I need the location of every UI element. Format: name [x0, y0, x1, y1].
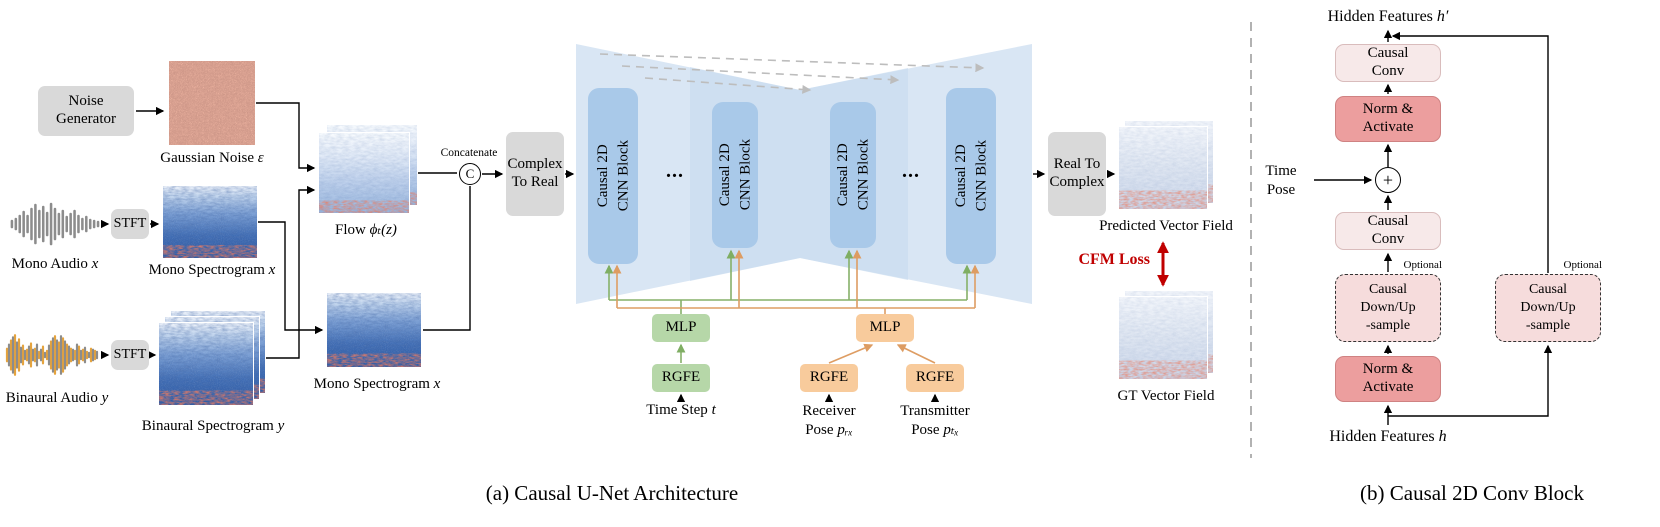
- caption-panel-a: (a) Causal U-Net Architecture: [485, 481, 739, 505]
- cfm-loss-label: CFM Loss: [1078, 251, 1150, 268]
- time-pose-label: Time Pose: [1265, 163, 1297, 198]
- binaural-spectrogram-stack: [158, 310, 266, 406]
- label-text: Binaural Spectrogram: [141, 418, 278, 434]
- gt-field-label: GT Vector Field: [1117, 388, 1215, 404]
- binaural-audio-waveform-icon: [4, 328, 100, 382]
- stft-box-binaural: STFT: [111, 340, 149, 370]
- label-line: Pose pₜₓ: [883, 421, 987, 440]
- flow-arrows: [100, 102, 1116, 403]
- gaussian-noise-image: [168, 60, 256, 146]
- mono-spectrogram-label: Mono Spectrogram x: [134, 262, 290, 279]
- flow-spectrogram-stack: [318, 124, 418, 214]
- label-math: h: [1438, 428, 1447, 445]
- caption-panel-b: (b) Causal 2D Conv Block: [1360, 481, 1584, 505]
- label-text: Mono Spectrogram: [313, 376, 434, 392]
- causal-conv-top-box: Causal Conv: [1335, 44, 1441, 82]
- conv-block-arrows: [1314, 29, 1553, 425]
- mlp-pose-box: MLP: [856, 314, 914, 342]
- norm-activate-top-box: Norm & Activate: [1335, 96, 1441, 142]
- spectrogram-layer: [158, 322, 254, 406]
- norm-activate-bottom-box: Norm & Activate: [1335, 356, 1441, 402]
- predicted-field-label: Predicted Vector Field: [1099, 218, 1233, 234]
- rgfe-time-box: RGFE: [652, 364, 710, 392]
- label-text: Hidden Features: [1327, 8, 1437, 25]
- label-text: Hidden Features: [1329, 428, 1439, 445]
- causal-downup-main-box: Causal Down/Up -sample: [1335, 274, 1441, 342]
- hidden-features-in-label: Hidden Features h: [1278, 428, 1498, 446]
- label-math: x: [91, 256, 99, 272]
- label-math: t: [711, 402, 716, 418]
- label-math: pₜₓ: [943, 421, 959, 438]
- stft-box-mono: STFT: [111, 209, 149, 239]
- gaussian-noise-label: Gaussian Noise ε: [132, 150, 292, 167]
- label-text: Flow: [335, 222, 370, 238]
- causal-conv-mid-box: Causal Conv: [1335, 212, 1441, 250]
- gt-field-stack: [1118, 290, 1214, 380]
- label-line: Receiver: [802, 403, 856, 419]
- label-text: Gaussian Noise: [160, 150, 258, 166]
- cnn-block-4: Causal 2D CNN Block: [946, 88, 996, 264]
- label-text: Pose: [911, 421, 944, 438]
- concatenate-label: Concatenate: [440, 147, 498, 159]
- label-text: Pose: [805, 421, 838, 438]
- flow-label: Flow ϕₜ(z): [306, 220, 426, 239]
- mono-spectrogram2-image: [326, 292, 422, 368]
- cnn-block-label: Causal 2D CNN Block: [952, 140, 989, 212]
- noise-generator-box: Noise Generator: [38, 86, 134, 136]
- optional-main-label: Optional: [1403, 259, 1443, 271]
- label-math: ϕₜ(z): [369, 222, 397, 238]
- label-text: Mono Audio: [11, 256, 92, 272]
- cnn-block-1: Causal 2D CNN Block: [588, 88, 638, 264]
- label-math: y: [277, 418, 285, 434]
- complex-to-real-box: Complex To Real: [506, 132, 564, 216]
- binaural-spectrogram-label: Binaural Spectrogram y: [120, 418, 306, 435]
- concatenate-circle: C: [459, 163, 481, 185]
- cnn-block-3: Causal 2D CNN Block: [830, 102, 876, 248]
- label-math: h′: [1436, 8, 1449, 25]
- rgfe-transmitter-box: RGFE: [906, 364, 964, 392]
- label-math: pᵣₓ: [837, 421, 853, 438]
- real-to-complex-box: Real To Complex: [1048, 132, 1106, 216]
- cnn-block-label: Causal 2D CNN Block: [594, 140, 631, 212]
- spectrogram-layer: [318, 132, 410, 214]
- label-math: x: [433, 376, 441, 392]
- label-math: x: [268, 262, 276, 278]
- cnn-block-2: Causal 2D CNN Block: [712, 102, 758, 248]
- ellipsis-right: ...: [902, 160, 920, 182]
- mono-audio-label: Mono Audio x: [0, 256, 110, 273]
- mlp-time-box: MLP: [652, 314, 710, 342]
- cnn-block-label: Causal 2D CNN Block: [834, 139, 871, 211]
- predicted-field-stack: [1118, 120, 1214, 210]
- spectrogram-layer: [1118, 296, 1208, 380]
- mono-audio-waveform-icon: [8, 202, 100, 246]
- add-time-pose-circle: +: [1375, 167, 1401, 193]
- label-math: y: [101, 390, 109, 406]
- rgfe-receiver-box: RGFE: [800, 364, 858, 392]
- transmitter-pose-label: Transmitter Pose pₜₓ: [883, 402, 987, 440]
- optional-skip-label: Optional: [1563, 259, 1603, 271]
- label-line: Pose pᵣₓ: [777, 421, 881, 440]
- skip-connection-arrows: [599, 53, 985, 94]
- ellipsis-left: ...: [666, 160, 684, 182]
- receiver-pose-label: Receiver Pose pᵣₓ: [777, 402, 881, 440]
- pose-conditioning-arrows: [612, 249, 980, 364]
- label-text: Binaural Audio: [5, 390, 102, 406]
- spectrogram-layer: [1118, 126, 1208, 210]
- binaural-audio-label: Binaural Audio y: [0, 390, 114, 407]
- label-line: Transmitter: [900, 403, 970, 419]
- mono-spectrogram2-label: Mono Spectrogram x: [299, 376, 455, 393]
- mono-spectrogram-image: [162, 185, 258, 259]
- causal-downup-skip-box: Causal Down/Up -sample: [1495, 274, 1601, 342]
- time-conditioning-arrows: [604, 249, 972, 363]
- time-step-label: Time Step t: [626, 402, 736, 419]
- cnn-block-label: Causal 2D CNN Block: [716, 139, 753, 211]
- hidden-features-out-label: Hidden Features h′: [1278, 8, 1498, 26]
- label-text: Mono Spectrogram: [148, 262, 269, 278]
- label-text: Time Step: [646, 402, 712, 418]
- label-math: ε: [257, 150, 264, 166]
